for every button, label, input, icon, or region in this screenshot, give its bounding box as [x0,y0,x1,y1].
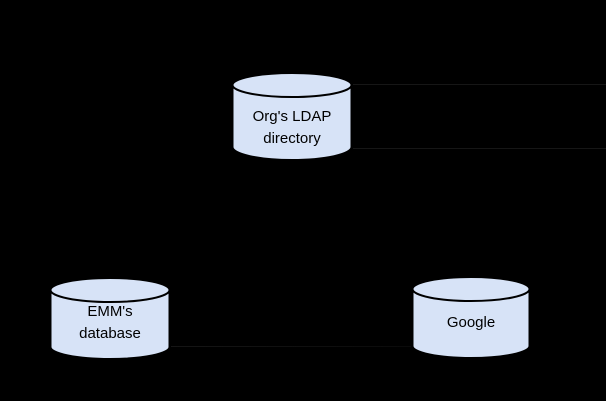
faint-connector-line-bottom-right [353,148,606,149]
cylinder-body [231,85,353,161]
cylinder-org-ldap-directory: Org's LDAP directory [231,72,353,161]
cylinder-body [49,290,171,360]
database-cylinder-icon [49,277,171,360]
faint-connector-line-emm-to-google [171,346,411,347]
cylinder-body [411,289,531,359]
cylinder-top [49,277,171,303]
database-cylinder-icon [231,72,353,161]
database-cylinder-icon [411,276,531,359]
cylinder-top [411,276,531,302]
cylinder-google: Google [411,276,531,359]
faint-connector-line-top-right [353,84,606,85]
cylinder-emm-database: EMM's database [49,277,171,360]
cylinder-top [231,72,353,98]
